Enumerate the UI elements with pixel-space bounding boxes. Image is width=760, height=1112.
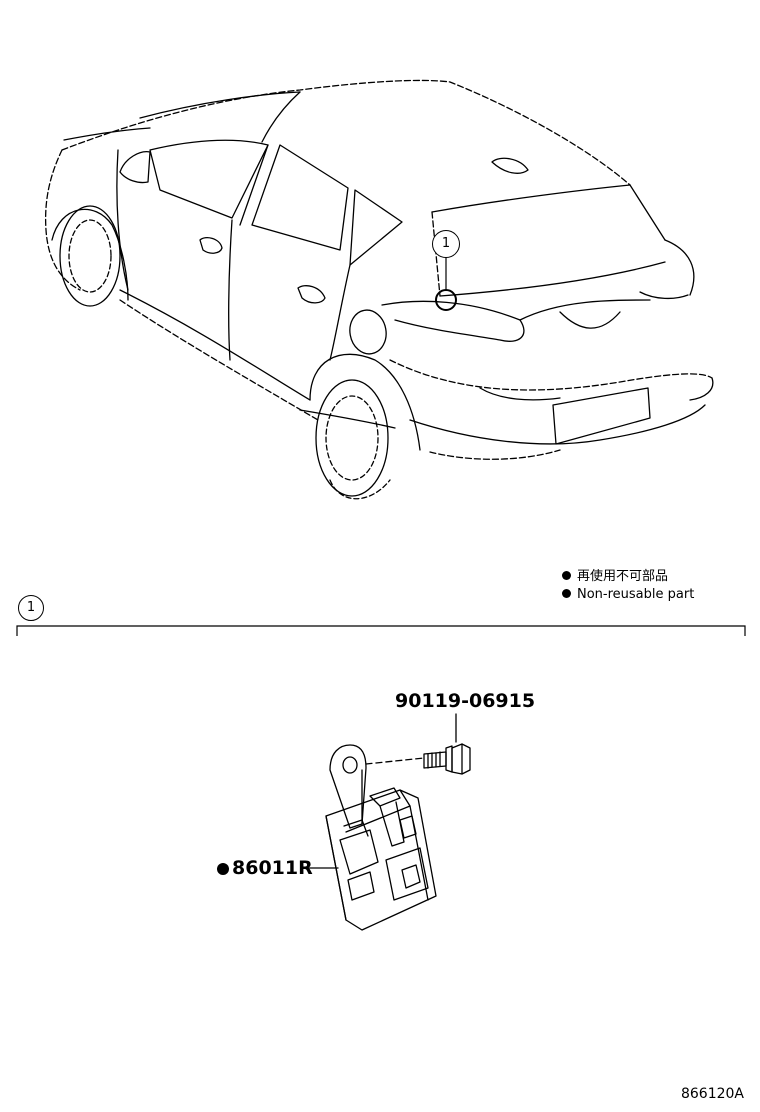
bolt-part-number: 90119-06915: [395, 690, 536, 712]
callout-marker: 1: [432, 230, 460, 258]
legend: 再使用不可部品: [562, 569, 668, 585]
car-illustration: [44, 79, 714, 500]
filled-circle-icon: [562, 589, 571, 598]
legend-japanese: 再使用不可部品: [577, 569, 669, 584]
module-part-number: 86011R: [232, 857, 313, 879]
section-number: 1: [26, 600, 36, 615]
drawing-code: 866120A: [680, 1086, 744, 1102]
filled-circle-icon: [562, 571, 571, 580]
section-marker: 1: [18, 595, 44, 621]
callout-number: 1: [441, 236, 451, 251]
legend-english-row: Non-reusable part: [562, 587, 694, 603]
legend-english: Non-reusable part: [577, 587, 695, 602]
